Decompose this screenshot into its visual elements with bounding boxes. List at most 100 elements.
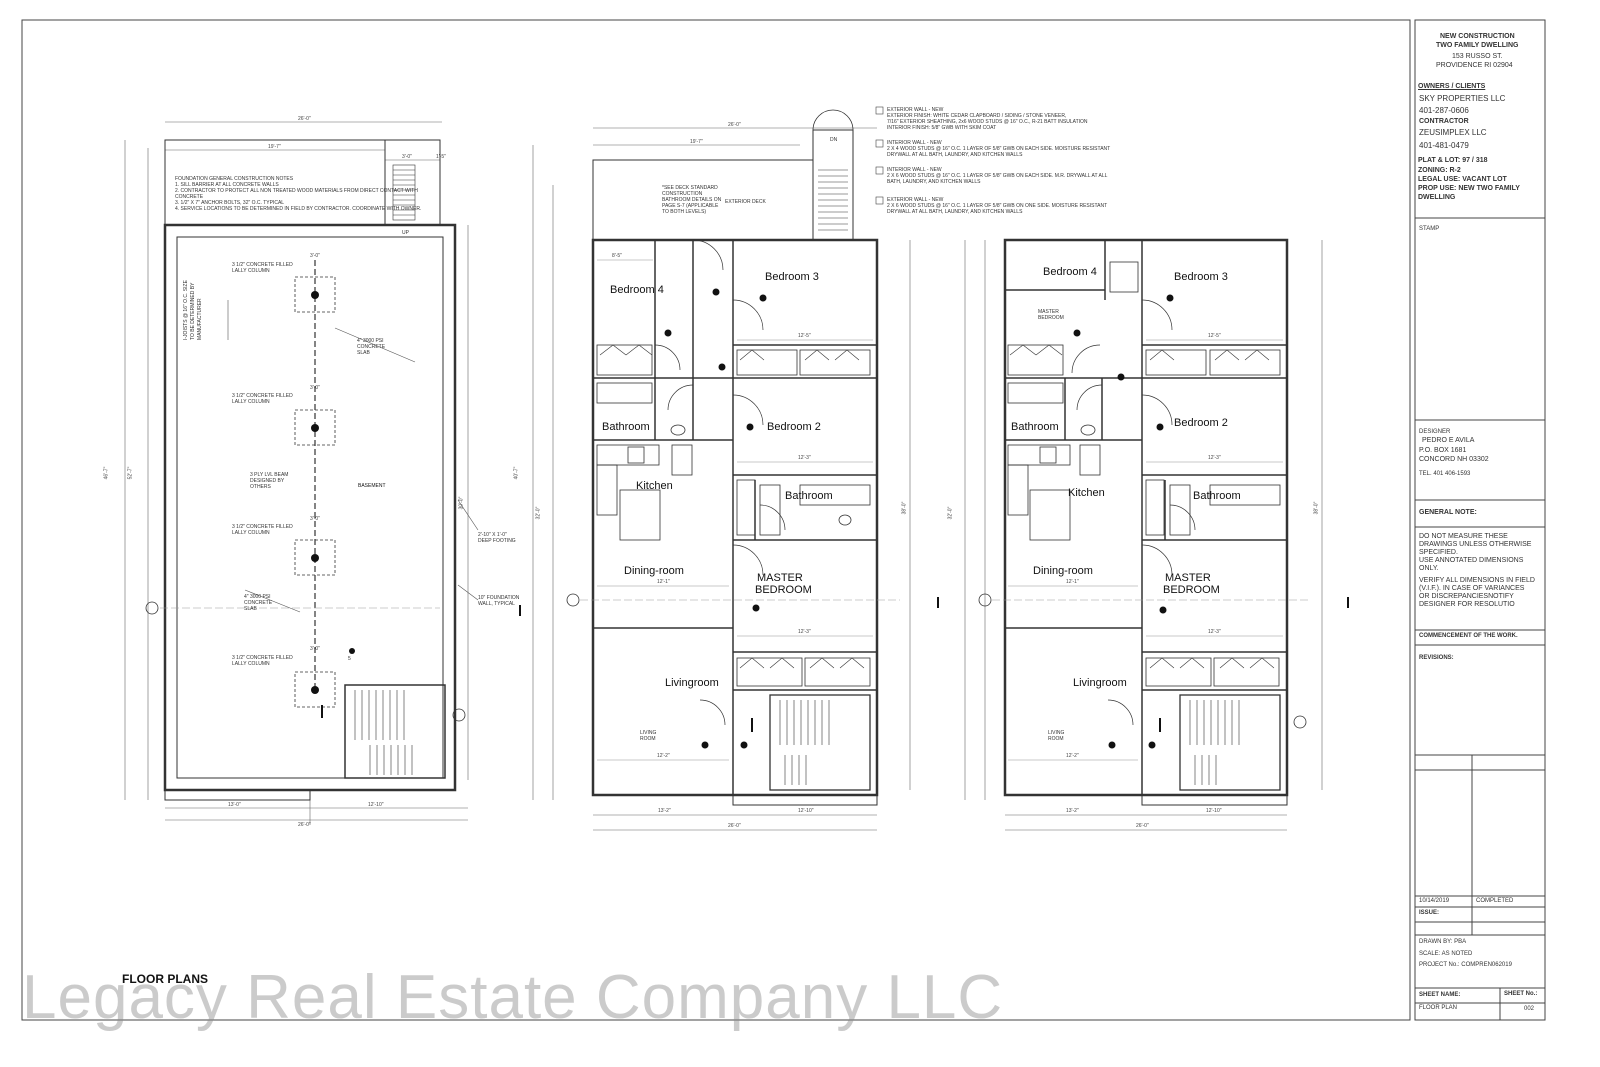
u1-dim-bed3: 12'-5"	[798, 333, 811, 339]
sheet-number-label: SHEET No.:	[1504, 991, 1538, 997]
legend-a-line2: 7/16" EXTERIOR SHEATHING, 2x6 WOOD STUDS…	[887, 119, 1088, 125]
foundation-notes-line6: 4. SERVICE LOCATIONS TO BE DETERMINED IN…	[175, 206, 422, 212]
general-note-line4: USE ANNOTATED DIMENSIONS	[1419, 557, 1524, 564]
u2-dim-bed2: 12'-3"	[1208, 455, 1221, 461]
basement-dim-stair-gap: 1'-5"	[436, 154, 446, 160]
general-note-line5: ONLY.	[1419, 565, 1439, 572]
legend-d-line2: DRYWALL AT ALL BATH, LAUNDRY, AND KITCHE…	[887, 209, 1023, 215]
u1-bedroom3: Bedroom 3	[765, 271, 819, 283]
column-label-2a: 3 1/2" CONCRETE FILLED	[232, 393, 293, 399]
basement-col-dim-2: 3'-0"	[310, 385, 320, 391]
general-note-line3: SPECIFIED.	[1419, 549, 1458, 556]
u1-dim-bottom-right: 12'-10"	[798, 808, 814, 814]
u2-bedroom3: Bedroom 3	[1174, 271, 1228, 283]
basement-section-mark: 5	[348, 656, 351, 662]
u1-dim-top: 26'-0"	[728, 122, 741, 128]
u1-bedroom4: Bedroom 4	[610, 284, 664, 296]
u1-dim-inner-left: 32'-0"	[535, 506, 542, 520]
u2-dim-bottom-right: 12'-10"	[1206, 808, 1222, 814]
u2-dim-bed3: 12'-5"	[1208, 333, 1221, 339]
legend-c-line2: BATH, LAUNDRY, AND KITCHEN WALLS	[887, 179, 981, 185]
column-label-3a: 3 1/2" CONCRETE FILLED	[232, 524, 293, 530]
legal-use: LEGAL USE: VACANT LOT	[1418, 176, 1507, 183]
u2-bathroom1: Bathroom	[1011, 421, 1059, 433]
owner-phone: 401-287-0606	[1419, 106, 1469, 115]
u2-dim-right: 38'-0"	[1313, 501, 1320, 515]
drawn-by: DRAWN BY: PBA	[1419, 939, 1467, 945]
zoning: ZONING: R-2	[1418, 167, 1461, 174]
u2-living-small-1: LIVING	[1048, 730, 1065, 736]
revisions-label: REVISIONS:	[1419, 655, 1454, 661]
u1-deck-note-2: CONSTRUCTION	[662, 191, 703, 197]
u1-bathroom1: Bathroom	[602, 421, 650, 433]
project-title-line1: NEW CONSTRUCTION	[1440, 33, 1515, 40]
u1-dim-living: 12'-2"	[657, 753, 670, 759]
basement-col-dim-3: 3'-0"	[310, 516, 320, 522]
legend-b-line2: DRYWALL AT ALL BATH, LAUNDRY, AND KITCHE…	[887, 152, 1023, 158]
u1-master-line1: MASTER	[757, 572, 803, 584]
contractor-name: ZEUSIMPLEX LLC	[1419, 128, 1487, 137]
column-label-1b: LALLY COLUMN	[232, 268, 270, 274]
general-note-line8: OR DISCREPANCIESNOTIFY	[1419, 593, 1514, 600]
u1-living-small-2: ROOM	[640, 736, 656, 742]
contractor-phone: 401-481-0479	[1419, 141, 1469, 150]
footing-label-1: 2'-10" X 1'-0"	[478, 532, 507, 538]
general-note-line2: DRAWINGS UNLESS OTHERWISE	[1419, 541, 1532, 548]
basement-col-dim-1: 3'-0"	[310, 253, 320, 259]
designer-tel: TEL. 401 406-1593	[1419, 471, 1471, 477]
basement-dim-left: 46'-7"	[103, 466, 110, 480]
column-label-1a: 3 1/2" CONCRETE FILLED	[232, 262, 293, 268]
designer-label: DESIGNER	[1419, 429, 1451, 435]
sheet-title: FLOOR PLANS	[122, 972, 208, 986]
u1-stair-label: DN	[830, 137, 838, 143]
u2-dining: Dining-room	[1033, 565, 1093, 577]
u1-dim-bottom: 26'-0"	[728, 823, 741, 829]
footing-label-2: DEEP FOOTING	[478, 538, 516, 544]
general-note-line6: VERIFY ALL DIMENSIONS IN FIELD	[1419, 577, 1535, 584]
legend-a-line1: EXTERIOR FINISH: WHITE CEDAR CLAPBOARD /…	[887, 113, 1067, 119]
revision-status: COMPLETED	[1476, 898, 1514, 904]
u2-dim-bottom-left: 13'-2"	[1066, 808, 1079, 814]
slab2-label-1: 4" 3000 PSI	[244, 594, 271, 600]
u1-dim-left: 40'-7"	[513, 466, 520, 480]
basement-room-label: BASEMENT	[358, 483, 386, 489]
title-block-frame	[1414, 19, 1546, 1021]
slab-label-1: 4" 3000 PSI	[357, 338, 384, 344]
general-note-line9: DESIGNER FOR RESOLUTIO	[1419, 601, 1515, 608]
revision-date: 10/14/2019	[1419, 898, 1450, 904]
stamp-label: STAMP	[1419, 226, 1440, 232]
u1-deck-label: EXTERIOR DECK	[725, 199, 766, 205]
sheet-number: 002	[1524, 1006, 1535, 1012]
slab2-label-2: CONCRETE	[244, 600, 273, 606]
u1-master-line2: BEDROOM	[755, 584, 812, 596]
basement-dim-right: 30'-0"	[458, 496, 465, 510]
basement-dim-top: 26'-0"	[298, 116, 311, 122]
u1-deck-note-3: BATHROOM DETAILS ON	[662, 197, 722, 203]
sheet-name: FLOOR PLAN	[1419, 1005, 1458, 1011]
commencement-label: COMMENCEMENT OF THE WORK.	[1419, 633, 1518, 639]
u1-deck-note-1: *SEE DECK STANDARD	[662, 185, 718, 191]
legend-a-title: EXTERIOR WALL - NEW	[887, 107, 944, 113]
legend-a-line3: INTERIOR FINISH: 5/8" GWB WITH SKIM COAT	[887, 125, 997, 131]
u2-dim-left: 32'-0"	[947, 506, 954, 520]
foundation-notes-line2: 1. SILL BARRIER AT ALL CONCRETE WALLS	[175, 182, 279, 188]
legend-b-title: INTERIOR WALL - NEW	[887, 140, 942, 146]
contractor-label: CONTRACTOR	[1419, 118, 1469, 125]
wall-legend-tags	[875, 106, 884, 205]
designer-line3: CONCORD NH 03302	[1419, 456, 1489, 463]
basement-dim-inner-top: 19'-7"	[268, 144, 281, 150]
u2-livingroom: Livingroom	[1073, 677, 1127, 689]
basement-plan	[124, 121, 521, 825]
prop-use-line1: PROP USE: NEW TWO FAMILY	[1418, 185, 1520, 192]
unit1-floor-plan	[532, 109, 939, 831]
basement-dim-bottom-left: 13'-0"	[228, 802, 241, 808]
column-label-2b: LALLY COLUMN	[232, 399, 270, 405]
column-label-4a: 3 1/2" CONCRETE FILLED	[232, 655, 293, 661]
u2-bedroom4: Bedroom 4	[1043, 266, 1097, 278]
joist-label-2: TO BE DETERMINED BY	[190, 282, 196, 340]
column-label-3b: LALLY COLUMN	[232, 530, 270, 536]
project-title-line2: TWO FAMILY DWELLING	[1436, 42, 1519, 49]
u1-dim-inner-top: 19'-7"	[690, 139, 703, 145]
designer-line1: PEDRO E AVILA	[1422, 437, 1475, 444]
